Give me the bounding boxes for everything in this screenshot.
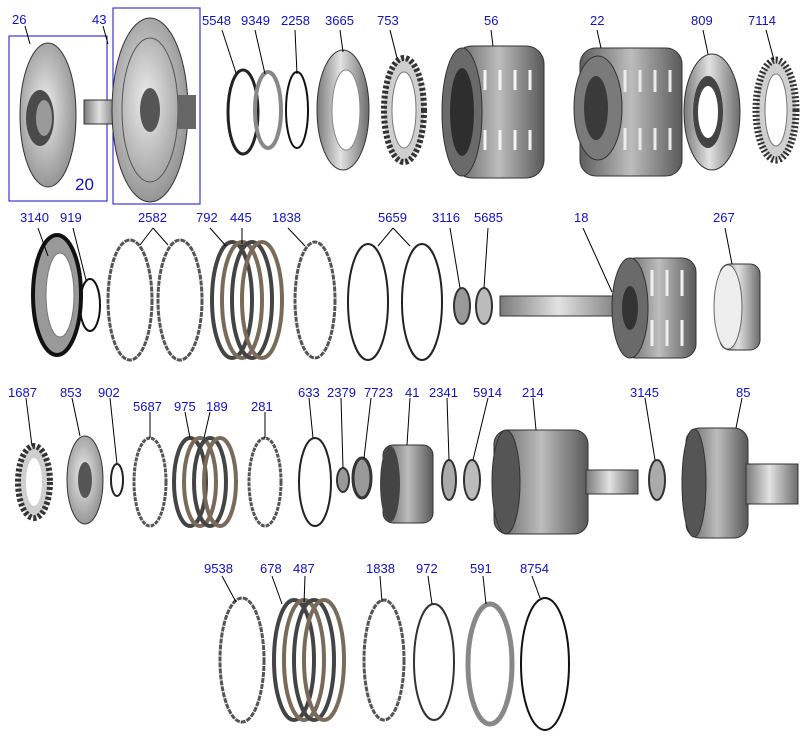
callout-792: 792 bbox=[196, 210, 218, 225]
callout-5659: 5659 bbox=[378, 210, 407, 225]
leaders-row3 bbox=[25, 397, 743, 469]
part-678-487-clutch-pack[interactable] bbox=[272, 598, 346, 722]
part-809-piston[interactable] bbox=[683, 53, 741, 171]
part-281-pressure-plate[interactable] bbox=[247, 436, 283, 528]
callout-2379: 2379 bbox=[327, 385, 356, 400]
callout-1687: 1687 bbox=[8, 385, 37, 400]
callout-2341: 2341 bbox=[429, 385, 458, 400]
callout-919: 919 bbox=[60, 210, 82, 225]
part-18-input-shaft-drum[interactable] bbox=[499, 257, 697, 359]
part-56-clutch-drum[interactable] bbox=[441, 45, 545, 179]
callout-678: 678 bbox=[260, 561, 282, 576]
part-753-needle-bearing[interactable] bbox=[381, 55, 427, 165]
callout-281: 281 bbox=[251, 399, 273, 414]
leaders-row4 bbox=[221, 575, 541, 605]
part-919-snap-ring[interactable] bbox=[79, 278, 101, 332]
callout-20: 20 bbox=[75, 175, 94, 194]
callout-5687: 5687 bbox=[133, 399, 162, 414]
part-792-445-clutch-pack[interactable] bbox=[210, 240, 284, 360]
callout-26: 26 bbox=[12, 12, 26, 27]
part-2258-snap-ring[interactable] bbox=[285, 71, 309, 149]
part-85-output-shaft[interactable] bbox=[681, 427, 799, 539]
part-853-cam[interactable] bbox=[66, 435, 104, 525]
callout-972: 972 bbox=[416, 561, 438, 576]
part-975-189-clutch-pack[interactable] bbox=[172, 436, 238, 528]
part-214-output-drum[interactable] bbox=[491, 429, 639, 535]
callout-41: 41 bbox=[405, 385, 419, 400]
callout-214: 214 bbox=[522, 385, 544, 400]
part-1838-reaction-plate[interactable] bbox=[293, 240, 337, 360]
part-2341-thrust-washer[interactable] bbox=[441, 459, 457, 501]
callout-189: 189 bbox=[206, 399, 228, 414]
callout-3665: 3665 bbox=[325, 13, 354, 28]
callout-445: 445 bbox=[230, 210, 252, 225]
callout-3140: 3140 bbox=[20, 210, 49, 225]
part-633-snap-ring[interactable] bbox=[298, 437, 332, 527]
callout-1838-b: 1838 bbox=[366, 561, 395, 576]
part-267-clutch-hub[interactable] bbox=[713, 263, 761, 351]
callout-853: 853 bbox=[60, 385, 82, 400]
callout-809: 809 bbox=[691, 13, 713, 28]
part-5914-thrust-bearing[interactable] bbox=[463, 459, 481, 501]
part-3116-thrust-washer[interactable] bbox=[453, 287, 471, 325]
callout-7114: 7114 bbox=[748, 13, 776, 28]
part-902-snap-ring[interactable] bbox=[110, 463, 124, 497]
callout-9538: 9538 bbox=[204, 561, 233, 576]
callout-9349: 9349 bbox=[241, 13, 270, 28]
part-43-pump-body[interactable] bbox=[83, 17, 196, 203]
part-8754-snap-ring[interactable] bbox=[520, 597, 570, 731]
callout-2258: 2258 bbox=[281, 13, 310, 28]
callout-267: 267 bbox=[713, 210, 735, 225]
leaders-row1 bbox=[221, 29, 775, 75]
part-5685-thrust-bearing[interactable] bbox=[475, 287, 493, 325]
part-2582-clutch-plates[interactable] bbox=[106, 238, 204, 362]
callout-7723: 7723 bbox=[364, 385, 393, 400]
callout-3145: 3145 bbox=[630, 385, 659, 400]
part-5548-seal-ring[interactable] bbox=[226, 68, 260, 156]
part-22-clutch-housing[interactable] bbox=[573, 47, 683, 177]
callout-5914: 5914 bbox=[473, 385, 502, 400]
callout-1838-a: 1838 bbox=[272, 210, 301, 225]
callout-5548: 5548 bbox=[202, 13, 231, 28]
part-9349-seal-ring[interactable] bbox=[253, 70, 283, 150]
part-9538-reaction-plate[interactable] bbox=[218, 596, 266, 724]
part-41-sun-gear-shell[interactable] bbox=[380, 444, 434, 524]
callout-22: 22 bbox=[590, 13, 604, 28]
part-3145-thrust-washer[interactable] bbox=[648, 459, 666, 501]
part-3665-bearing[interactable] bbox=[316, 49, 370, 171]
part-5659-snap-rings[interactable] bbox=[347, 243, 443, 361]
callout-18: 18 bbox=[574, 210, 588, 225]
callout-487: 487 bbox=[293, 561, 315, 576]
callout-975: 975 bbox=[174, 399, 196, 414]
callout-3116: 3116 bbox=[432, 210, 460, 225]
part-7114-sprag[interactable] bbox=[752, 56, 800, 164]
callout-5685: 5685 bbox=[474, 210, 503, 225]
callout-2582: 2582 bbox=[138, 210, 167, 225]
part-2379-thrust-washer[interactable] bbox=[336, 467, 350, 493]
callout-591: 591 bbox=[470, 561, 492, 576]
part-26-pump-cover[interactable] bbox=[19, 42, 77, 188]
callout-56: 56 bbox=[484, 13, 498, 28]
part-1687-roller-clutch[interactable] bbox=[15, 443, 53, 521]
callout-753: 753 bbox=[377, 13, 399, 28]
callout-902: 902 bbox=[98, 385, 120, 400]
callout-85: 85 bbox=[736, 385, 750, 400]
part-972-snap-ring[interactable] bbox=[413, 603, 455, 721]
part-5687-reaction-plate[interactable] bbox=[132, 436, 168, 528]
callout-8754: 8754 bbox=[520, 561, 549, 576]
part-3140-piston-seal[interactable] bbox=[31, 233, 83, 357]
leaders-row2 bbox=[37, 227, 733, 293]
part-1838-reaction-plate-b[interactable] bbox=[362, 598, 406, 722]
pump-assembly-group: 26 43 20 bbox=[8, 7, 201, 205]
callout-633: 633 bbox=[298, 385, 320, 400]
callout-43: 43 bbox=[92, 12, 106, 27]
part-591-piston-ring[interactable] bbox=[465, 601, 515, 727]
part-7723-bearing[interactable] bbox=[351, 456, 373, 500]
